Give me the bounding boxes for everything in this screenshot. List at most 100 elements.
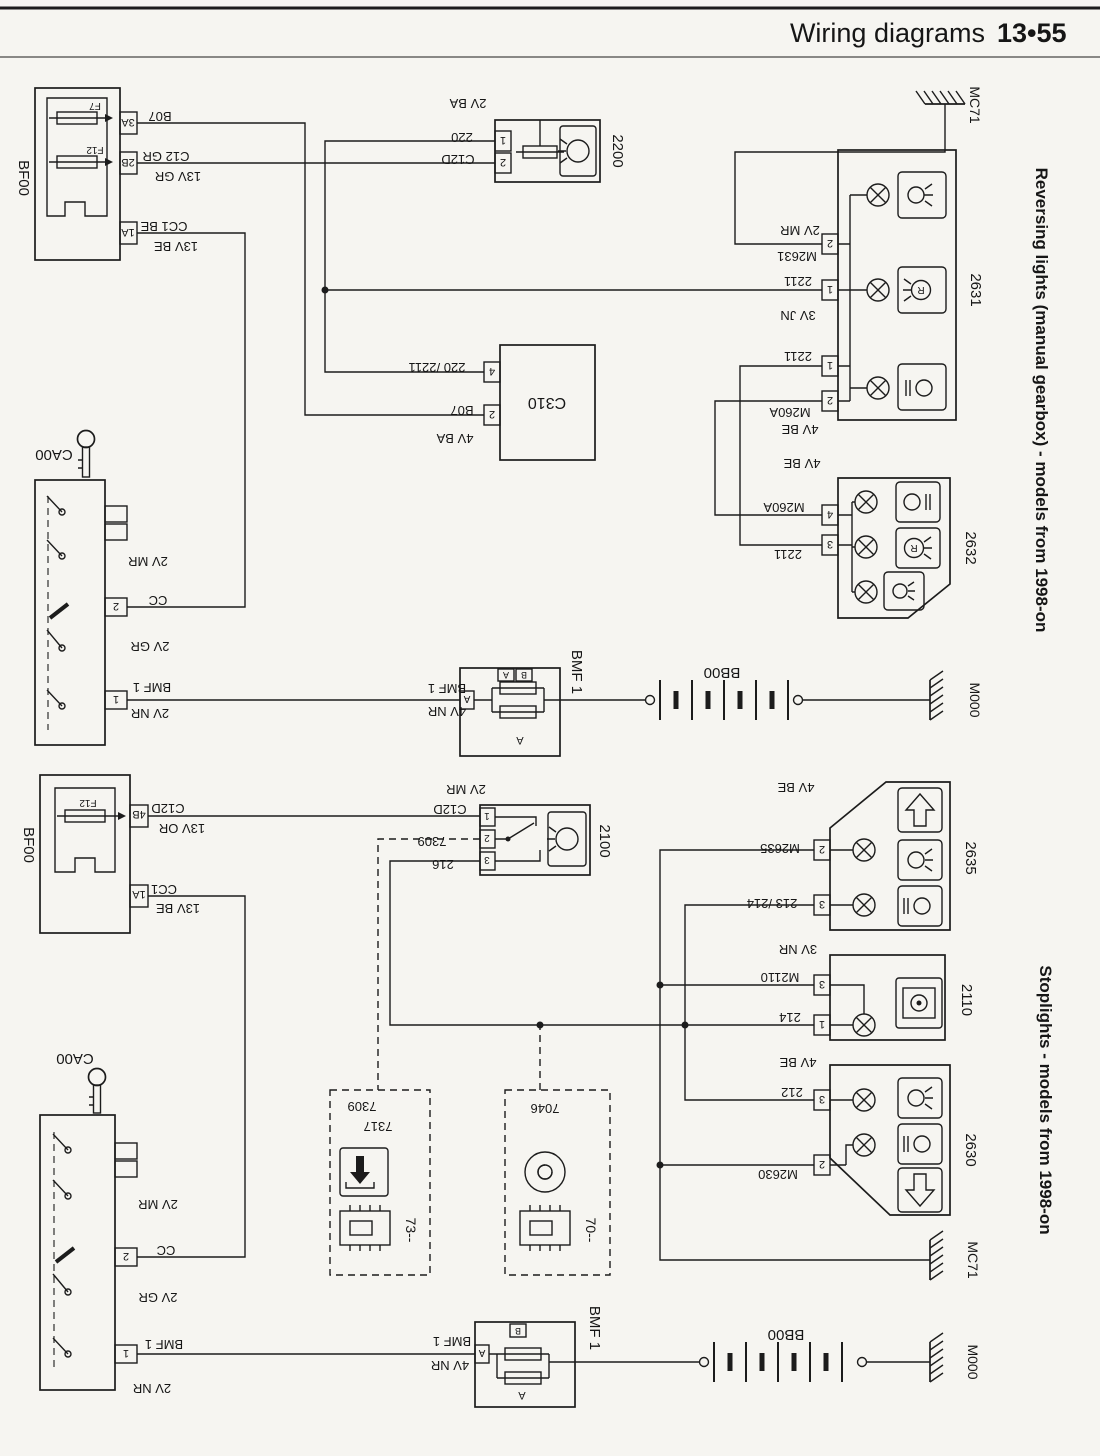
pin-label: 2 — [489, 408, 495, 420]
fuse-icon — [504, 1371, 542, 1385]
pin-label: 2 — [484, 832, 490, 843]
bulb-icon — [854, 580, 878, 604]
rear-lamp-unit-2631: R 2V MR M2631 2 2211 3V JN 1 2211 1 M260… — [769, 149, 984, 437]
reversing-lamp-icon — [566, 139, 590, 163]
ground-m000-bottom: M000 — [929, 1332, 981, 1383]
ground-m000-top: M000 — [929, 670, 983, 721]
pin-label: 4B — [132, 808, 145, 820]
bulb-icon — [854, 490, 878, 514]
wire-label-b07: B07 — [148, 109, 171, 124]
component-label-c310: C310 — [528, 394, 566, 411]
bulb-icon — [852, 1088, 876, 1112]
wire-label-cc1: CC1 — [151, 882, 177, 897]
wire-label-c12d: C12D — [441, 152, 474, 167]
wire-spec: 4V BE — [781, 422, 818, 437]
pin-label: A — [503, 670, 509, 680]
wire-spec: 4V BA — [436, 431, 473, 446]
component-id: 2631 — [967, 273, 984, 306]
pin-label: 1A — [132, 888, 146, 900]
wire-label-cc: CC — [157, 1243, 176, 1258]
tail-lamp-icon — [897, 885, 943, 927]
bulb-icon — [866, 183, 890, 207]
stop-lamp-icon — [897, 1077, 943, 1119]
wire-label-220: 220 — [451, 130, 473, 145]
connector-icon — [856, 1356, 868, 1368]
wire-spec: 3V NR — [779, 942, 817, 957]
fusebox-bf00-bottom: BF00 F12 4B 1A C12D 13V OR CC1 13V BE — [20, 774, 205, 934]
indicator-lamp-icon — [883, 571, 925, 611]
wire-label-bmf1: BMF 1 — [145, 1337, 183, 1352]
fuse-label: F12 — [86, 144, 104, 155]
bulb-icon — [866, 376, 890, 400]
wire-label-214: 214 — [779, 1010, 801, 1025]
wire-spec: 13V GR — [155, 169, 201, 184]
pin-label: 1 — [113, 693, 119, 705]
pin-label: 3 — [819, 1093, 825, 1105]
wire-label-216: 216 — [432, 857, 454, 872]
wire-label-7046: 7046 — [531, 1101, 560, 1116]
wire-label-b07: B07 — [450, 403, 473, 418]
rear-lamp-unit-2630: 4V BE 212 3 M2630 2 2630 — [758, 1055, 979, 1216]
pin-label: 2 — [500, 156, 506, 168]
ground-icon — [929, 1230, 944, 1281]
wire-label-7317: 7317 — [364, 1119, 393, 1134]
fuse-label: F12 — [79, 797, 97, 808]
component-label-bf00: BF00 — [15, 160, 32, 196]
component-label-bf00: BF00 — [20, 827, 37, 863]
wire-spec: 2V MR — [138, 1197, 178, 1212]
ground-mc71-top: MC71 — [915, 86, 983, 124]
connector-icon — [698, 1356, 710, 1368]
pin-label: B — [521, 670, 527, 680]
pin-label: A — [516, 734, 524, 746]
download-icon — [339, 1147, 389, 1197]
pin-label: 2 — [819, 843, 825, 855]
pin-label: 2 — [827, 237, 833, 249]
arrow-right-icon — [118, 812, 126, 820]
component-id: 2635 — [962, 841, 979, 874]
wire-spec: 13V BE — [154, 239, 198, 254]
wire-spec: 2V MR — [446, 782, 486, 797]
battery-bb00-bottom: BB00 — [698, 1326, 868, 1382]
pin-label: B — [515, 1326, 521, 1336]
wires-bottom — [137, 815, 930, 1363]
bulb-icon — [854, 535, 878, 559]
pin-label: A — [478, 1347, 485, 1358]
bulb-icon — [852, 1133, 876, 1157]
battery-icon — [659, 680, 789, 720]
arrow-down-icon — [897, 1167, 943, 1213]
chip-icon — [339, 1204, 391, 1252]
wire-spec: 2V GR — [138, 1290, 177, 1305]
wire-label-cc: CC — [149, 593, 168, 608]
wire-spec: 4V NR — [428, 704, 466, 719]
pin-label: 2 — [123, 1250, 129, 1262]
rear-lamp-unit-2635: 4V BE M2635 2 213 /214 3 2635 — [747, 780, 979, 931]
wire-spec: 4V BE — [777, 780, 814, 795]
wire-spec: 2V GR — [130, 639, 169, 654]
pin-label: 1A — [121, 226, 135, 238]
key-icon — [87, 1067, 107, 1087]
pin-label: A — [518, 1389, 526, 1401]
wire-label-m260a: M260A — [769, 405, 811, 420]
wire-label-2211: 2211 — [774, 547, 802, 562]
pin-label: 3 — [484, 854, 490, 865]
pin-label: 4 — [489, 365, 495, 377]
battery-bb00-top: BB00 — [644, 664, 804, 720]
component-label-bb00: BB00 — [768, 1326, 805, 1343]
pin-label: 1 — [827, 283, 833, 295]
fog-lamp-icon — [895, 481, 941, 523]
reversing-letter: R — [910, 542, 917, 553]
wire-spec: 4V BE — [783, 456, 820, 471]
pin-label: 2 — [827, 394, 833, 406]
pin-label: 4 — [827, 508, 833, 520]
connector-icon — [792, 694, 804, 706]
component-id: BMF 1 — [586, 1306, 603, 1350]
wire-label-220-2211: 220 /2211 — [409, 360, 466, 375]
wire-label-m260a: M260A — [763, 500, 805, 515]
component-id: 2200 — [609, 134, 626, 167]
wire-label-m2635: M2635 — [760, 841, 800, 856]
wire-label-m2630: M2630 — [758, 1167, 798, 1182]
battery-icon — [713, 1342, 843, 1382]
wire-label-cc1: CC1 BE — [140, 219, 187, 234]
component-id: 2632 — [962, 531, 979, 564]
wire-label-212: 212 — [781, 1085, 803, 1100]
